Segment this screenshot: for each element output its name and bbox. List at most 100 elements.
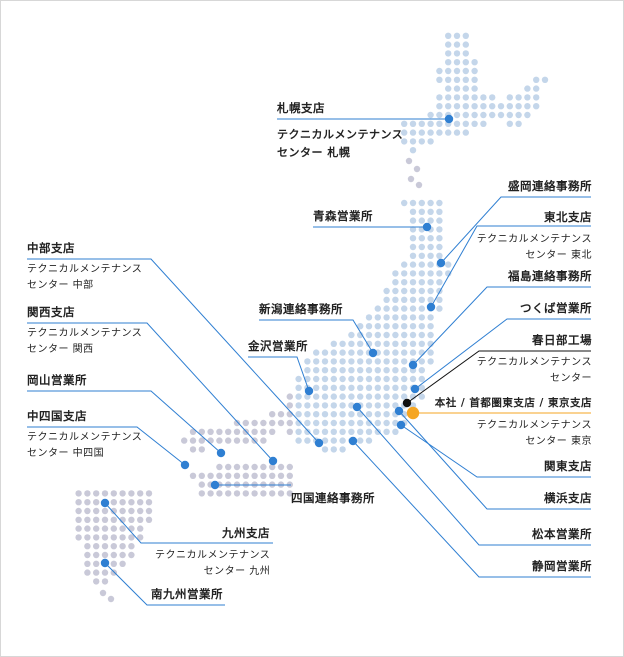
map-dot: [383, 340, 390, 347]
map-dot: [93, 578, 100, 585]
leader-line-tsukuba: [414, 318, 591, 390]
map-dot: [401, 305, 408, 312]
map-dot: [407, 175, 415, 183]
map-dot: [533, 76, 540, 84]
map-dot: [119, 499, 126, 506]
map-dot: [225, 472, 232, 479]
label-tsukuba: つくば営業所: [520, 301, 592, 315]
map-dot: [93, 525, 100, 532]
map-dot: [436, 279, 443, 286]
label-sapporo-tc-line2: センター 札幌: [277, 146, 351, 159]
map-dot: [233, 428, 241, 435]
map-dot: [374, 411, 381, 418]
map-dot: [75, 507, 82, 515]
map-dot: [383, 349, 390, 356]
map-dot: [269, 411, 276, 418]
map-dot: [533, 85, 540, 92]
map-dot: [427, 217, 434, 224]
label-chubu-tc: テクニカルメンテナンス センター 中部: [27, 262, 142, 294]
marker-kasukabe-factory: [402, 398, 412, 408]
map-dot: [427, 199, 434, 207]
map-dot: [365, 358, 373, 365]
map-dot: [392, 314, 399, 321]
map-dot: [462, 111, 469, 119]
map-dot: [216, 472, 223, 479]
label-kansai: 関西支店: [27, 305, 75, 319]
map-dot: [137, 516, 144, 523]
map-dot: [277, 411, 285, 418]
map-dot: [269, 490, 276, 497]
map-dot: [357, 349, 364, 356]
map-dot: [101, 534, 109, 541]
map-dot: [409, 402, 417, 409]
map-dot: [313, 375, 320, 383]
map-dot: [418, 340, 425, 347]
map-dot: [392, 349, 399, 356]
map-dot: [489, 94, 496, 101]
map-dot: [260, 428, 267, 435]
map-dot: [101, 543, 109, 550]
map-dot: [93, 499, 100, 506]
map-dot: [418, 393, 425, 400]
map-dot: [295, 428, 302, 435]
map-dot: [392, 358, 399, 365]
map-dot: [110, 490, 118, 497]
map-dot: [84, 525, 91, 532]
map-dot: [471, 103, 478, 110]
map-dot: [409, 147, 417, 154]
map-dot: [436, 67, 443, 75]
map-dot: [427, 261, 434, 268]
map-dot: [374, 419, 381, 427]
map-dot: [198, 472, 205, 479]
map-dot: [401, 367, 408, 374]
map-dot: [392, 393, 399, 400]
map-dot: [357, 428, 364, 435]
map-dot: [462, 59, 469, 66]
map-dot: [453, 32, 461, 39]
map-dot: [313, 349, 320, 356]
map-dot: [339, 349, 346, 356]
map-dot: [137, 525, 144, 532]
map-dot: [119, 507, 126, 515]
map-dot: [401, 129, 408, 136]
map-dot: [313, 411, 320, 418]
map-dot: [242, 472, 249, 479]
map-dot: [242, 463, 249, 471]
map-dot: [409, 296, 417, 303]
map-dot: [515, 120, 522, 128]
map-dot: [409, 331, 417, 339]
map-dot: [471, 94, 478, 101]
map-dot: [128, 534, 135, 541]
map-dot: [295, 384, 302, 391]
map-dot: [409, 226, 417, 233]
map-dot: [427, 138, 434, 145]
map-dot: [418, 138, 425, 145]
map-dot: [339, 419, 346, 427]
label-chugoku: 中四国支店: [27, 409, 87, 423]
map-dot: [392, 428, 399, 435]
map-dot: [462, 76, 469, 84]
map-dot: [251, 428, 258, 435]
map-dot: [453, 120, 461, 128]
map-dot: [436, 199, 443, 207]
map-dot: [506, 103, 513, 110]
label-minamikyushu: 南九州営業所: [151, 587, 223, 601]
map-dot: [101, 525, 109, 532]
map-dot: [401, 279, 408, 286]
map-dot: [313, 393, 320, 400]
label-kansai-tc: テクニカルメンテナンス センター 関西: [27, 326, 142, 358]
map-dot: [453, 59, 461, 66]
map-dot: [436, 129, 443, 136]
map-dot: [409, 287, 417, 295]
map-dot: [374, 314, 381, 321]
map-dot: [383, 419, 390, 427]
map-dot: [365, 402, 373, 409]
label-chubu-tc-line1: テクニカルメンテナンス: [27, 264, 143, 275]
map-dot: [409, 243, 417, 251]
map-dot: [392, 375, 399, 383]
label-kyushu: 九州支店: [222, 526, 270, 540]
map-dot: [295, 393, 302, 400]
marker-morioka: [436, 258, 446, 268]
map-dot: [374, 393, 381, 400]
